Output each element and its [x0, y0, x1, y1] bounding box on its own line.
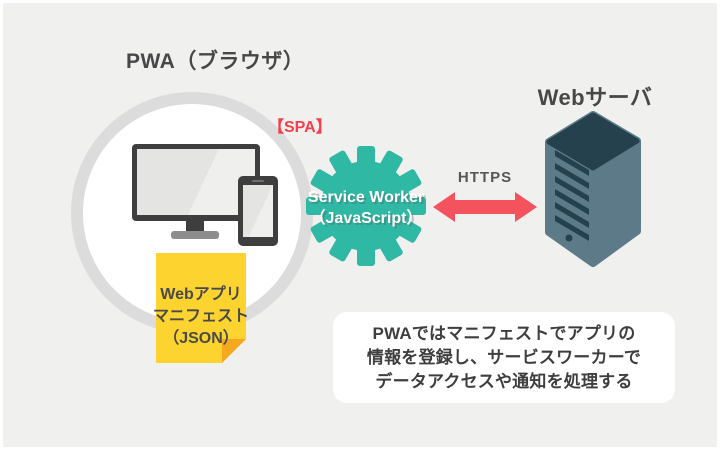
server-vents [555, 150, 589, 242]
spa-label: 【SPA】 [268, 119, 332, 136]
manifest-note-line1: Webアプリ [160, 286, 242, 303]
server-tower-icon [545, 111, 641, 267]
double-headed-arrow-icon [433, 192, 537, 222]
manifest-note-line2: マニフェスト [152, 308, 249, 325]
smartphone-screen [243, 185, 273, 237]
service-worker-name: Service Worker [307, 189, 425, 206]
manifest-note-label: Webアプリ マニフェスト （JSON） [146, 284, 256, 350]
web-server-title: Webサーバ [537, 85, 653, 110]
monitor-stand-base [171, 231, 219, 239]
service-worker-label: Service Worker （JavaScript） [286, 187, 446, 229]
pwa-browser-title: PWA（ブラウザ） [126, 50, 305, 73]
service-worker-runtime: （JavaScript） [309, 210, 423, 227]
caption-line3: データアクセスや通知を処理する [375, 372, 633, 391]
https-label: HTTPS [457, 169, 513, 186]
caption-line2: 情報を登録し、サービスワーカーで [366, 348, 642, 367]
monitor-screen [137, 149, 255, 215]
manifest-note-line3: （JSON） [163, 330, 239, 347]
caption-line1: PWAではマニフェストでアプリの [372, 324, 636, 343]
monitor-stand-neck [186, 221, 204, 233]
gear-icon [306, 146, 426, 266]
smartphone-speaker [252, 180, 264, 182]
caption-box [333, 312, 675, 403]
server-power-led [565, 234, 573, 242]
caption-text: PWAではマニフェストでアプリの 情報を登録し、サービスワーカーで データアクセ… [333, 322, 675, 394]
